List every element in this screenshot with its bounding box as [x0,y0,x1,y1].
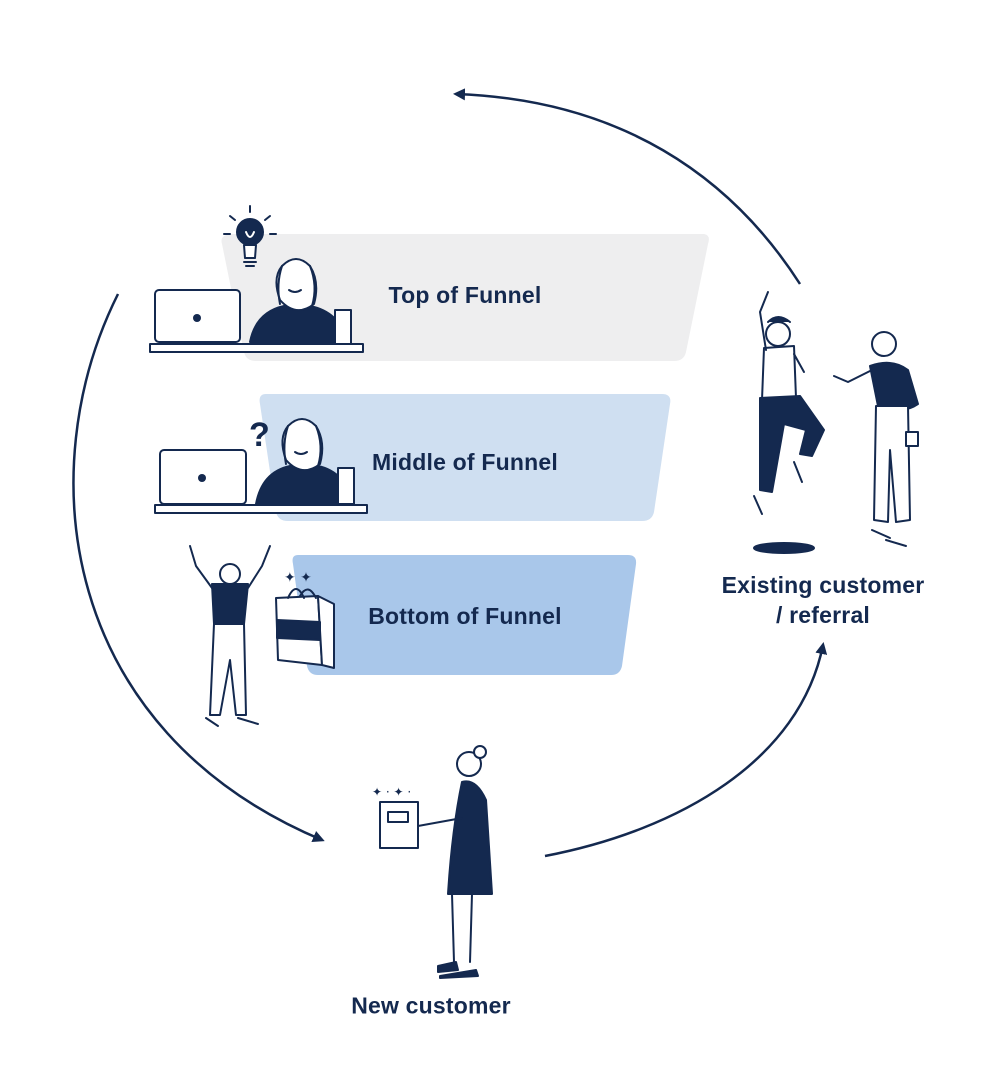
funnel-bottom-label: Bottom of Funnel [368,603,562,629]
existing-customer-label: Existing customer / referral [700,570,946,630]
person-laptop-question-icon: ? [154,416,368,514]
arrow-new-to-existing [544,642,828,858]
funnel-middle-label: Middle of Funnel [372,449,558,475]
arrow-funnel-to-new-customer [72,293,325,843]
person-holding-package-icon: ✦ · ✦ · [372,745,493,979]
sparkle-icon: ✦ · ✦ · [372,785,411,799]
existing-customer-line1: Existing customer [721,572,925,598]
person-shopping-bag-icon: ✦ ✦ [189,545,335,727]
new-customer-label: New customer [351,992,511,1019]
lightbulb-icon [223,205,277,267]
referral-people-icon [753,291,919,554]
existing-customer-line2: / referral [775,602,871,628]
funnel-tier-middle [259,394,671,521]
funnel-tier-bottom [292,555,637,675]
person-laptop-idea-icon [149,205,364,353]
funnel-top-label: Top of Funnel [388,282,542,308]
cycle-arrows [72,88,828,858]
arrow-existing-to-top [453,88,802,285]
sparkle-icon: ✦ ✦ [284,570,312,586]
question-mark-icon: ? [249,416,270,454]
